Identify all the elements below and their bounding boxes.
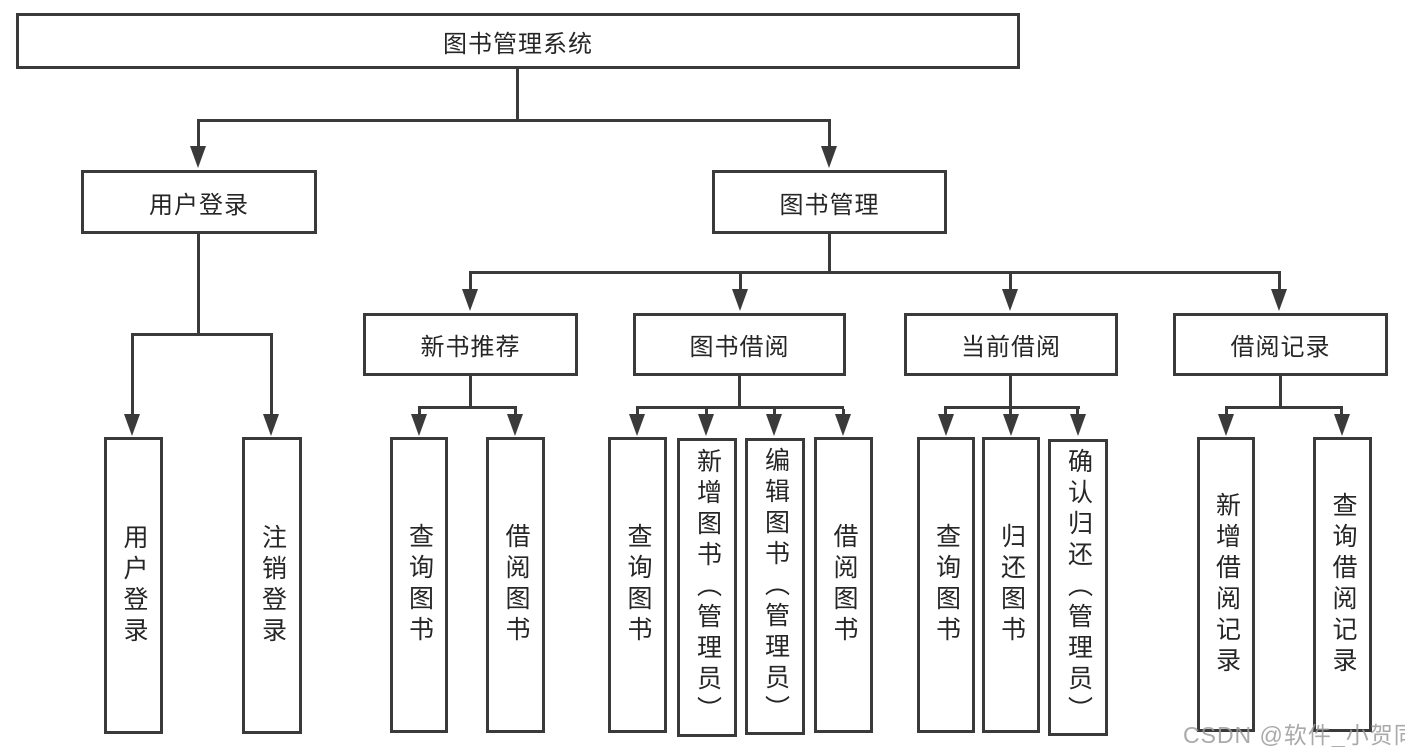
arrowhead-down bbox=[507, 414, 523, 436]
arrowhead-down bbox=[263, 414, 279, 436]
node-return-books: 归还图书 bbox=[982, 437, 1040, 733]
connector-hline bbox=[469, 271, 1281, 274]
node-user-login-leaf: 用户登录 bbox=[104, 437, 163, 734]
node-label: 查询图书 bbox=[932, 523, 961, 647]
connector-stem bbox=[197, 234, 200, 336]
node-label: 用户登录 bbox=[149, 191, 249, 219]
arrowhead-down bbox=[629, 414, 645, 436]
connector-hline bbox=[636, 406, 844, 409]
connector-stem bbox=[828, 234, 831, 274]
node-logout-leaf: 注销登录 bbox=[242, 437, 302, 734]
node-label: 新增借阅记录 bbox=[1212, 491, 1241, 678]
node-label: 注销登录 bbox=[258, 523, 287, 648]
connector-arm bbox=[1278, 274, 1281, 291]
node-book-management: 图书管理 bbox=[712, 170, 947, 234]
connector-hline bbox=[131, 333, 273, 336]
node-label: 用户登录 bbox=[120, 523, 148, 648]
connector-arm bbox=[131, 336, 134, 416]
node-book-borrowing: 图书借阅 bbox=[633, 313, 846, 376]
node-label: 图书管理 bbox=[779, 191, 880, 219]
node-query-books-borrowing: 查询图书 bbox=[608, 437, 667, 733]
connector-arm bbox=[636, 409, 639, 416]
node-query-books-current: 查询图书 bbox=[917, 437, 975, 733]
connector-hline bbox=[1225, 406, 1343, 409]
node-label: 新增图书（管理员） bbox=[693, 448, 722, 727]
node-label: 借阅图书 bbox=[502, 523, 530, 647]
connector-stem bbox=[469, 376, 472, 409]
arrowhead-down bbox=[1002, 289, 1018, 311]
arrowhead-down bbox=[1070, 414, 1086, 436]
node-borrow-books-borrowing: 借阅图书 bbox=[814, 437, 873, 733]
connector-arm bbox=[270, 336, 273, 416]
connector-arm bbox=[1225, 409, 1228, 416]
node-borrowing-records: 借阅记录 bbox=[1173, 313, 1388, 376]
arrowhead-down bbox=[1218, 414, 1234, 436]
node-label: 查询图书 bbox=[624, 523, 652, 647]
connector-stem bbox=[516, 69, 519, 122]
node-library-system: 图书管理系统 bbox=[16, 13, 1020, 69]
node-label: 确认归还（管理员） bbox=[1064, 448, 1093, 727]
connector-stem bbox=[1009, 376, 1012, 409]
connector-stem bbox=[1279, 376, 1282, 409]
connector-arm bbox=[828, 122, 831, 148]
arrowhead-down bbox=[698, 414, 714, 436]
connector-hline bbox=[418, 406, 517, 409]
node-new-book-recommend: 新书推荐 bbox=[363, 313, 578, 376]
arrowhead-down bbox=[835, 414, 851, 436]
arrowhead-down bbox=[766, 414, 782, 436]
connector-arm bbox=[197, 122, 200, 148]
node-label: 图书管理系统 bbox=[443, 30, 593, 58]
node-query-books-recommend: 查询图书 bbox=[390, 437, 448, 733]
connector-arm bbox=[469, 274, 472, 291]
node-label: 新书推荐 bbox=[420, 334, 521, 361]
node-borrow-books-recommend: 借阅图书 bbox=[486, 437, 545, 733]
connector-arm bbox=[944, 409, 947, 416]
connector-hline bbox=[944, 406, 1080, 409]
node-label: 借阅记录 bbox=[1230, 334, 1331, 361]
node-add-borrow-record: 新增借阅记录 bbox=[1197, 437, 1255, 732]
node-label: 查询图书 bbox=[405, 523, 434, 647]
connector-arm bbox=[1009, 274, 1012, 291]
arrowhead-down bbox=[1003, 414, 1019, 436]
node-edit-book-admin: 编辑图书（管理员） bbox=[745, 438, 805, 735]
connector-stem bbox=[738, 376, 741, 409]
connector-arm bbox=[514, 409, 517, 416]
connector-arm bbox=[842, 409, 845, 416]
arrowhead-down bbox=[411, 414, 427, 436]
connector-hline bbox=[197, 119, 831, 122]
arrowhead-down bbox=[821, 146, 837, 168]
connector-arm bbox=[1009, 409, 1012, 416]
arrowhead-down bbox=[938, 414, 954, 436]
node-current-borrowing: 当前借阅 bbox=[904, 313, 1118, 376]
connector-arm bbox=[418, 409, 421, 416]
node-confirm-return-admin: 确认归还（管理员） bbox=[1048, 439, 1108, 736]
node-label: 查询借阅记录 bbox=[1329, 491, 1357, 678]
connector-arm bbox=[773, 409, 776, 416]
arrowhead-down bbox=[732, 289, 748, 311]
csdn-watermark: CSDN @软件_小贺同学 bbox=[1183, 722, 1405, 747]
arrowhead-down bbox=[1271, 289, 1287, 311]
node-label: 当前借阅 bbox=[961, 334, 1061, 361]
arrowhead-down bbox=[124, 414, 140, 436]
connector-arm bbox=[1340, 409, 1343, 416]
node-add-book-admin: 新增图书（管理员） bbox=[677, 438, 737, 737]
arrowhead-down bbox=[462, 289, 478, 311]
connector-arm bbox=[739, 274, 742, 291]
connector-arm bbox=[705, 409, 708, 416]
node-query-borrow-record: 查询借阅记录 bbox=[1313, 437, 1372, 732]
node-label: 归还图书 bbox=[997, 523, 1026, 647]
connector-arm bbox=[1076, 409, 1079, 416]
arrowhead-down bbox=[1334, 414, 1350, 436]
node-user-login: 用户登录 bbox=[81, 170, 317, 234]
node-label: 图书借阅 bbox=[689, 334, 790, 361]
arrowhead-down bbox=[190, 146, 206, 168]
node-label: 编辑图书（管理员） bbox=[761, 447, 790, 726]
node-label: 借阅图书 bbox=[830, 523, 858, 647]
